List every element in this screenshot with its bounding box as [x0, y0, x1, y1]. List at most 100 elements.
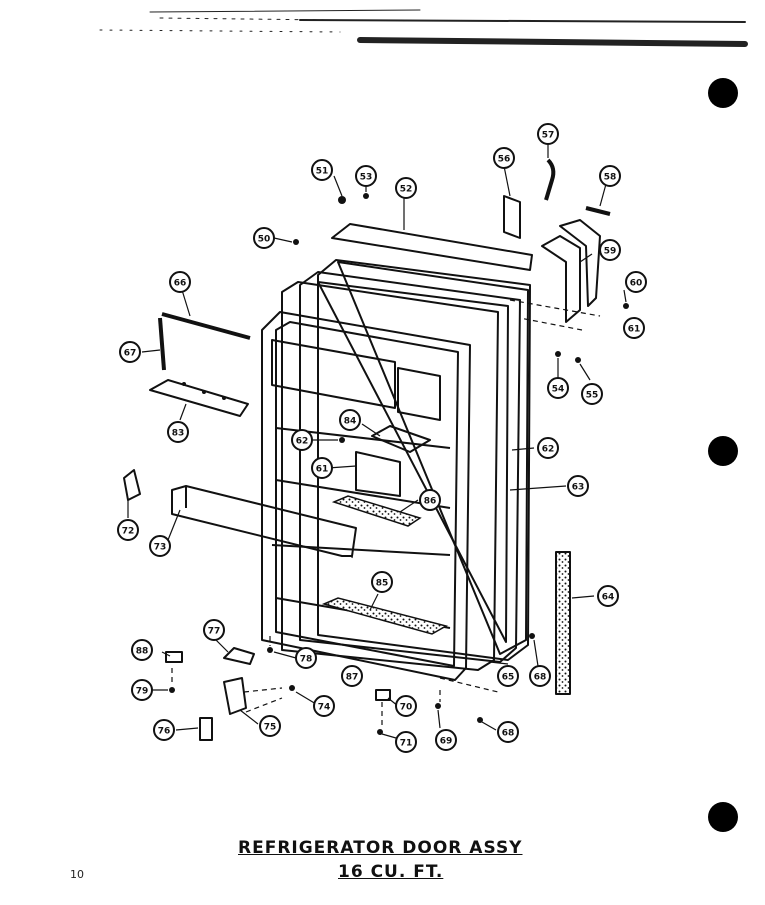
- callout-circle: [295, 647, 317, 669]
- callout-number: 72: [122, 527, 135, 537]
- diagram-subtitle: 16 CU. FT.: [338, 862, 444, 882]
- callout-circle: [169, 271, 191, 293]
- callout-circle: [371, 571, 393, 593]
- callout-c73: 73: [149, 535, 171, 557]
- part-vertical-bracket: [158, 317, 166, 371]
- part-side-gasket-strip: [555, 551, 571, 695]
- callout-c68b: 68: [497, 721, 519, 743]
- callout-c79: 79: [131, 679, 153, 701]
- callout-c78: 78: [295, 647, 317, 669]
- callout-number: 78: [300, 655, 313, 665]
- callout-circle: [625, 271, 647, 293]
- callout-c74: 74: [313, 695, 335, 717]
- screw-50: [293, 239, 299, 245]
- callout-number: 76: [158, 727, 171, 737]
- punch-hole-top: [708, 78, 738, 108]
- callout-number: 53: [360, 173, 373, 183]
- callout-c72: 72: [117, 519, 139, 541]
- callout-number: 66: [174, 279, 187, 289]
- callout-circle: [623, 317, 645, 339]
- callout-c59: 59: [599, 239, 621, 261]
- screw-54: [555, 351, 561, 357]
- scan-noise-top: [99, 9, 748, 47]
- callout-number: 84: [344, 417, 357, 427]
- callout-circle: [313, 695, 335, 717]
- callout-layer: 5153525657585059606166675455838462626163…: [117, 123, 647, 753]
- part-small-tray: [371, 425, 431, 453]
- part-outer-door-panel-edge: [337, 261, 529, 655]
- callout-number: 57: [542, 131, 555, 141]
- callout-number: 74: [318, 703, 331, 713]
- dot-86: [182, 382, 186, 386]
- callout-circle: [395, 695, 417, 717]
- callout-circle: [119, 341, 141, 363]
- screw-79: [169, 687, 175, 693]
- page-number: 10: [70, 868, 84, 881]
- part-stop-bracket: [375, 689, 391, 701]
- callout-number: 58: [604, 173, 617, 183]
- callout-circle: [167, 421, 189, 443]
- callout-c58: 58: [599, 165, 621, 187]
- callout-c51: 51: [311, 159, 333, 181]
- callout-circle: [419, 489, 441, 511]
- callout-circle: [547, 377, 569, 399]
- callout-number: 73: [154, 543, 167, 553]
- callout-c67: 67: [119, 341, 141, 363]
- callout-c87: 87: [341, 665, 363, 687]
- callout-circle: [493, 147, 515, 169]
- callout-circle: [153, 719, 175, 741]
- callout-c60a: 60: [625, 271, 647, 293]
- callout-number: 50: [258, 235, 271, 245]
- callout-circle: [435, 729, 457, 751]
- part-top-cap: [331, 223, 533, 271]
- part-rod: [161, 312, 251, 340]
- callout-number: 62: [542, 445, 555, 455]
- callout-c64: 64: [597, 585, 619, 607]
- callout-c68a: 68: [529, 665, 551, 687]
- callout-number: 61: [316, 465, 329, 475]
- callout-circle: [253, 227, 275, 249]
- callout-number: 86: [424, 497, 437, 507]
- callout-c86: 86: [419, 489, 441, 511]
- callout-c69: 69: [435, 729, 457, 751]
- callout-number: 68: [502, 729, 515, 739]
- screw-78: [267, 647, 273, 653]
- part-dairy-door: [397, 367, 441, 421]
- screw-74: [289, 685, 295, 691]
- callout-number: 87: [346, 673, 359, 683]
- callout-number: 59: [604, 247, 617, 257]
- callout-c71: 71: [395, 731, 417, 753]
- part-bottom-bracket: [223, 647, 255, 665]
- callout-number: 88: [136, 647, 149, 657]
- callout-circle: [597, 585, 619, 607]
- callout-circle: [599, 165, 621, 187]
- screw-60: [623, 303, 629, 309]
- callout-number: 55: [586, 391, 599, 401]
- callout-number: 52: [400, 185, 413, 195]
- screw-69: [435, 703, 441, 709]
- callout-number: 54: [552, 385, 565, 395]
- part-cover-plate: [503, 195, 521, 239]
- callout-circle: [131, 639, 153, 661]
- callout-number: 67: [124, 349, 137, 359]
- part-handle: [544, 158, 556, 201]
- callout-c61b: 61: [311, 457, 333, 479]
- screw-68b: [477, 717, 483, 723]
- callout-number: 70: [400, 703, 413, 713]
- callout-circle: [149, 535, 171, 557]
- callout-circle: [537, 123, 559, 145]
- callout-circle: [581, 383, 603, 405]
- callout-circle: [567, 475, 589, 497]
- part-foam-pad-upper: [331, 495, 422, 527]
- part-breaker-frame: [281, 281, 499, 671]
- callout-number: 51: [316, 167, 329, 177]
- callout-c76: 76: [153, 719, 175, 741]
- part-top-hinge: [541, 235, 581, 323]
- callout-circle: [311, 457, 333, 479]
- callout-c62b: 62: [537, 437, 559, 459]
- callout-number: 64: [602, 593, 615, 603]
- callout-number: 65: [502, 673, 515, 683]
- part-small-block: [165, 651, 183, 663]
- callout-number: 79: [136, 687, 149, 697]
